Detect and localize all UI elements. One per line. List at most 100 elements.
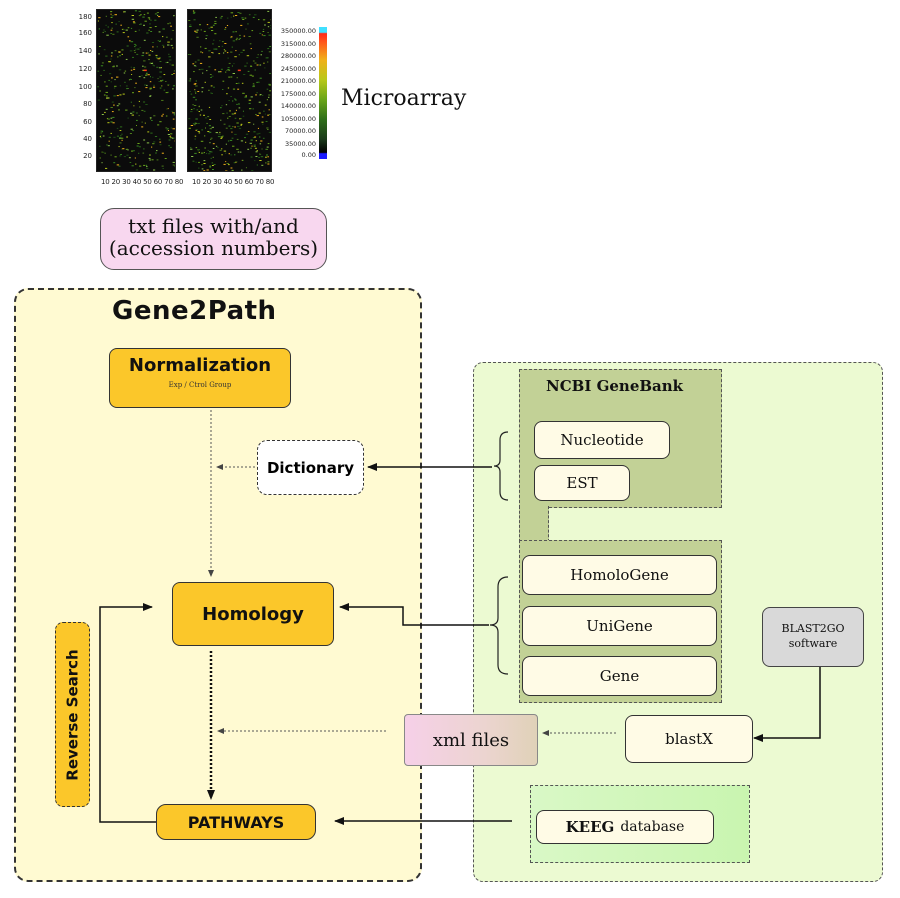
heatmap-speckle [167,44,170,46]
heatmap-speckle [238,107,241,109]
heatmap-speckle [212,169,214,170]
heatmap-speckle [195,65,197,67]
heatmap-speckle [239,37,241,39]
colorbar-tick: 70000.00 [284,127,316,135]
heatmap-speckle [151,50,154,52]
heatmap-speckle [167,23,169,25]
heatmap-speckle [103,69,105,71]
heatmap-speckle [115,23,117,25]
heatmap-speckle [141,126,144,128]
heatmap-speckle [113,87,116,89]
heatmap-speckle [138,76,141,78]
heatmap-speckle [188,54,190,55]
colorbar-tick: 315000.00 [280,39,316,48]
heatmap-speckle [201,91,203,93]
heatmap-speckle [111,77,113,79]
heatmap-speckle [151,159,154,161]
heatmap-speckle [171,29,174,31]
heatmap-speckle [223,123,226,125]
heatmap-speckle [254,160,256,162]
heatmap-speckle [159,87,162,89]
heatmap-speckle [168,53,170,55]
heatmap-speckle [110,117,113,119]
heatmap-speckle [209,151,212,153]
heatmap-speckle [223,52,225,54]
dictionary-box: Dictionary [257,440,364,495]
heatmap-speckle [227,117,229,119]
heatmap-speckle [245,28,247,30]
heatmap-speckle [264,67,266,69]
heatmap-speckle [143,110,146,112]
heatmap-speckle [241,82,244,84]
heatmap-speckle [202,72,204,74]
heatmap-speckle [168,59,172,61]
microarray-label: Microarray [341,86,467,111]
heatmap-speckle [259,136,261,138]
heatmap-speckle [155,152,157,154]
heatmap-speckle [256,92,258,94]
heatmap-speckle [239,151,242,153]
heatmap-speckle [194,61,197,63]
heatmap-speckle [225,170,228,171]
heatmap-speckle [125,148,127,150]
heatmap-speckle [227,69,230,70]
heatmap-speckle [248,99,252,101]
reverse-search-box: Reverse Search [55,622,90,807]
heatmap-speckle [198,151,200,153]
heatmap-speckle [138,100,140,102]
heatmap-speckle [199,114,202,116]
est-box: EST [534,465,630,501]
heatmap-speckle [167,41,170,43]
heatmap-speckle [149,88,152,90]
reverse-search-label: Reverse Search [63,648,82,781]
heatmap-speckle [233,63,235,65]
heatmap-speckle [133,43,136,45]
heatmap-speckle [198,132,201,134]
heatmap-speckle [249,74,253,76]
heatmap-speckle [193,11,196,13]
heatmap-speckle [230,16,232,18]
heatmap-hotspot [143,69,147,72]
heatmap-speckle [162,113,164,115]
heatmap-speckle [267,48,270,50]
heatmap-speckle [118,51,121,53]
heatmap-speckle [138,29,140,31]
heatmap-speckle [252,60,255,62]
heatmap-speckle [240,51,243,53]
heatmap-speckle [161,152,164,154]
heatmap-speckle [173,114,175,116]
heatmap-speckle [251,75,254,77]
heatmap-speckle [137,48,140,50]
heatmap-speckle [141,121,143,123]
heatmap-speckle [224,43,227,44]
heatmap-speckle [265,148,267,150]
heatmap-speckle [269,90,271,92]
colorbar-ticks: 350000.00 315000.00 280000.00 245000.00 … [268,27,318,159]
y-tick: 180 [78,13,92,21]
heatmap-speckle [247,148,250,150]
heatmap-speckle [195,99,197,101]
heatmap-speckle [146,166,148,168]
y-tick: 20 [83,152,92,160]
heatmap-speckle [260,154,262,155]
txt-files-line2: (accession numbers) [108,236,319,260]
heatmap-speckle [165,92,168,94]
heatmap-speckle [110,16,113,18]
colorbar [319,27,327,159]
heatmap-speckle [234,98,236,100]
heatmap-speckle [195,161,197,163]
colorbar-tick: 350000.00 [280,27,316,35]
heatmap-speckle [255,94,257,96]
heatmap-speckle [134,87,136,89]
heatmap-speckle [251,170,254,171]
heatmap-speckle [146,12,149,14]
heatmap-speckle [218,71,220,73]
heatmap-speckle [133,22,136,24]
heatmap-speckle [258,19,260,21]
heatmap-speckle [211,52,213,53]
heatmap-speckle [190,125,194,126]
heatmap-speckle [241,169,243,171]
heatmap-speckle [135,163,137,165]
heatmap-speckle [250,156,253,158]
heatmap-speckle [167,128,169,130]
